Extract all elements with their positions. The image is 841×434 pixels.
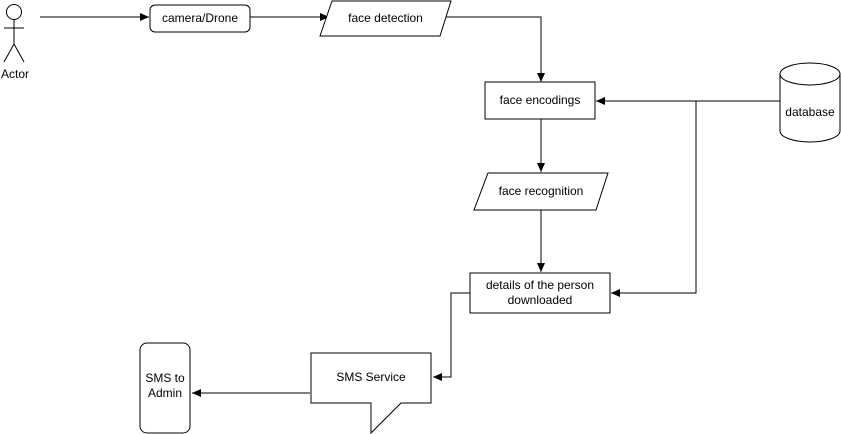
- database-top-ellipse: [779, 73, 841, 86]
- details-node[interactable]: [469, 272, 611, 314]
- face-encodings-node[interactable]: [484, 81, 596, 120]
- sms-service-node[interactable]: [310, 352, 432, 434]
- database-node[interactable]: [779, 62, 841, 143]
- arrow-details-to-sms-service: [433, 292, 470, 381]
- actor-icon: [3, 4, 25, 63]
- sms-admin-node[interactable]: [139, 342, 191, 434]
- face-recognition-node[interactable]: [473, 172, 609, 211]
- arrow-database-to-details: [611, 101, 697, 297]
- camera-drone-node[interactable]: [149, 4, 251, 33]
- arrow-detection-to-encodings: [441, 16, 545, 82]
- face-detection-node[interactable]: [319, 0, 452, 37]
